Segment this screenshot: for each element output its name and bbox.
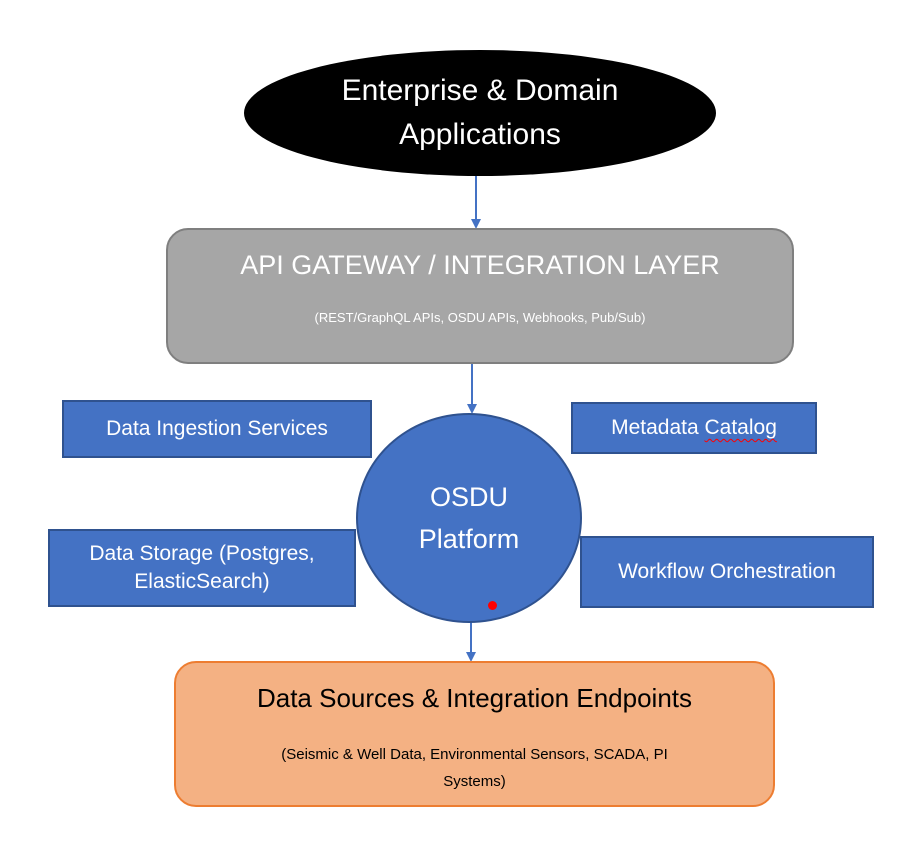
data-sources-subtitle-line2: Systems) bbox=[443, 773, 506, 790]
data-sources-title: Data Sources & Integration Endpoints bbox=[256, 683, 693, 713]
data-storage-line2: ElasticSearch) bbox=[134, 570, 270, 593]
api-gateway-title: API GATEWAY / INTEGRATION LAYER bbox=[240, 250, 720, 280]
api-gateway-subtitle: (REST/GraphQL APIs, OSDU APIs, Webhooks,… bbox=[314, 310, 646, 325]
osdu-platform-line1: OSDU bbox=[429, 482, 508, 512]
data-storage-label: Data Storage (Postgres, ElasticSearch) bbox=[89, 540, 314, 596]
workflow-orchestration-node: Workflow Orchestration bbox=[580, 536, 874, 608]
workflow-orchestration-label: Workflow Orchestration bbox=[618, 560, 836, 583]
data-sources-node: Data Sources & Integration Endpoints (Se… bbox=[174, 661, 775, 807]
data-storage-node: Data Storage (Postgres, ElasticSearch) bbox=[48, 529, 356, 607]
red-dot-marker bbox=[488, 601, 497, 610]
enterprise-applications-line2: Applications bbox=[399, 118, 561, 151]
metadata-catalog-node: Metadata Catalog bbox=[571, 402, 817, 454]
data-storage-line1: Data Storage (Postgres, bbox=[89, 542, 315, 565]
data-sources-subtitle: (Seismic & Well Data, Environmental Sens… bbox=[216, 741, 733, 795]
metadata-word: Metadata bbox=[611, 416, 699, 439]
data-ingestion-services-node: Data Ingestion Services bbox=[62, 400, 372, 458]
enterprise-applications-node: Enterprise & Domain Applications bbox=[244, 50, 716, 176]
osdu-platform-node: OSDU Platform bbox=[356, 413, 582, 623]
osdu-platform-line2: Platform bbox=[418, 524, 520, 554]
data-sources-subtitle-line1: (Seismic & Well Data, Environmental Sens… bbox=[281, 746, 668, 763]
catalog-word: Catalog bbox=[704, 416, 777, 439]
data-ingestion-services-label: Data Ingestion Services bbox=[106, 417, 328, 440]
api-gateway-node: API GATEWAY / INTEGRATION LAYER (REST/Gr… bbox=[166, 228, 794, 364]
metadata-catalog-label: Metadata Catalog bbox=[611, 414, 777, 442]
enterprise-applications-line1: Enterprise & Domain bbox=[341, 74, 619, 107]
